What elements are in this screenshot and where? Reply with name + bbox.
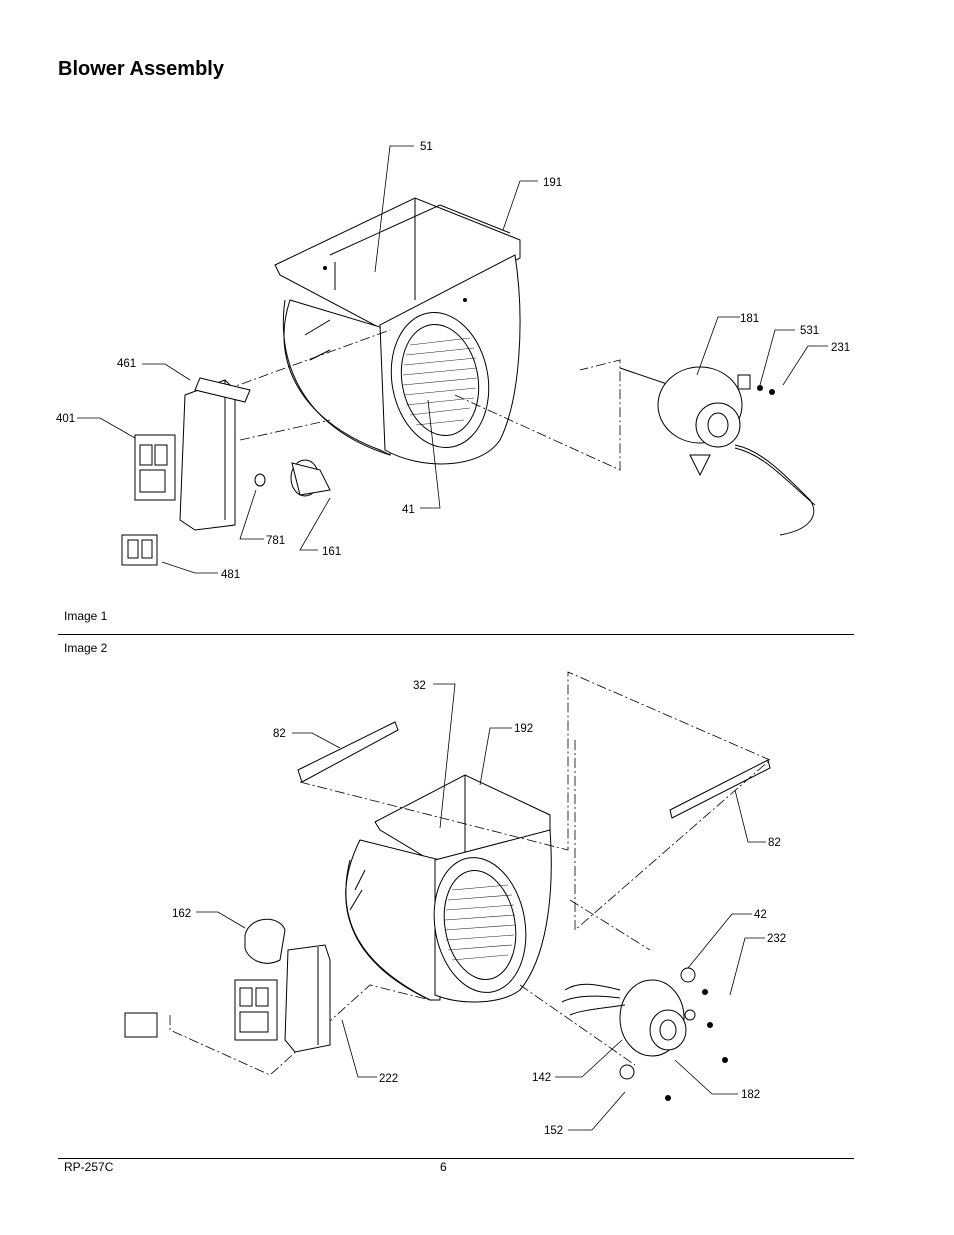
callout-82-left: 82 [273,728,286,740]
callout-51: 51 [420,141,433,153]
callout-152: 152 [544,1125,563,1137]
image2-control-box [124,918,331,1053]
image2-rails [297,721,771,819]
callout-232: 232 [767,933,786,945]
callout-401: 401 [56,413,75,425]
callout-781: 781 [266,535,285,547]
image2-motor [561,967,728,1101]
callout-192: 192 [514,723,533,735]
callout-161: 161 [322,546,341,558]
callout-82-right: 82 [768,837,781,849]
callout-182: 182 [741,1089,760,1101]
callout-41: 41 [402,504,415,516]
page-number: 6 [440,1160,447,1174]
doc-number: RP-257C [64,1160,114,1174]
callout-191: 191 [543,177,562,189]
image2-caption: Image 2 [64,641,108,655]
callout-42: 42 [754,909,767,921]
image1-blower-housing [274,197,521,465]
callout-222: 222 [379,1073,398,1085]
callout-531: 531 [800,325,819,337]
callout-181: 181 [740,313,759,325]
image1-control-box [121,377,331,566]
page-title: Blower Assembly [58,58,224,80]
image1-motor [619,366,816,536]
callout-461: 461 [117,358,136,370]
callout-481: 481 [221,569,240,581]
image1-caption: Image 1 [64,609,108,623]
callout-142: 142 [532,1072,551,1084]
image2-leaders [196,683,766,1131]
image1-leaders [77,145,828,574]
footer-rule [58,1158,854,1159]
section-divider [58,634,854,635]
callout-231: 231 [831,342,850,354]
callout-162: 162 [172,908,191,920]
callout-32: 32 [413,680,426,692]
image2-blower-housing [345,774,552,1003]
